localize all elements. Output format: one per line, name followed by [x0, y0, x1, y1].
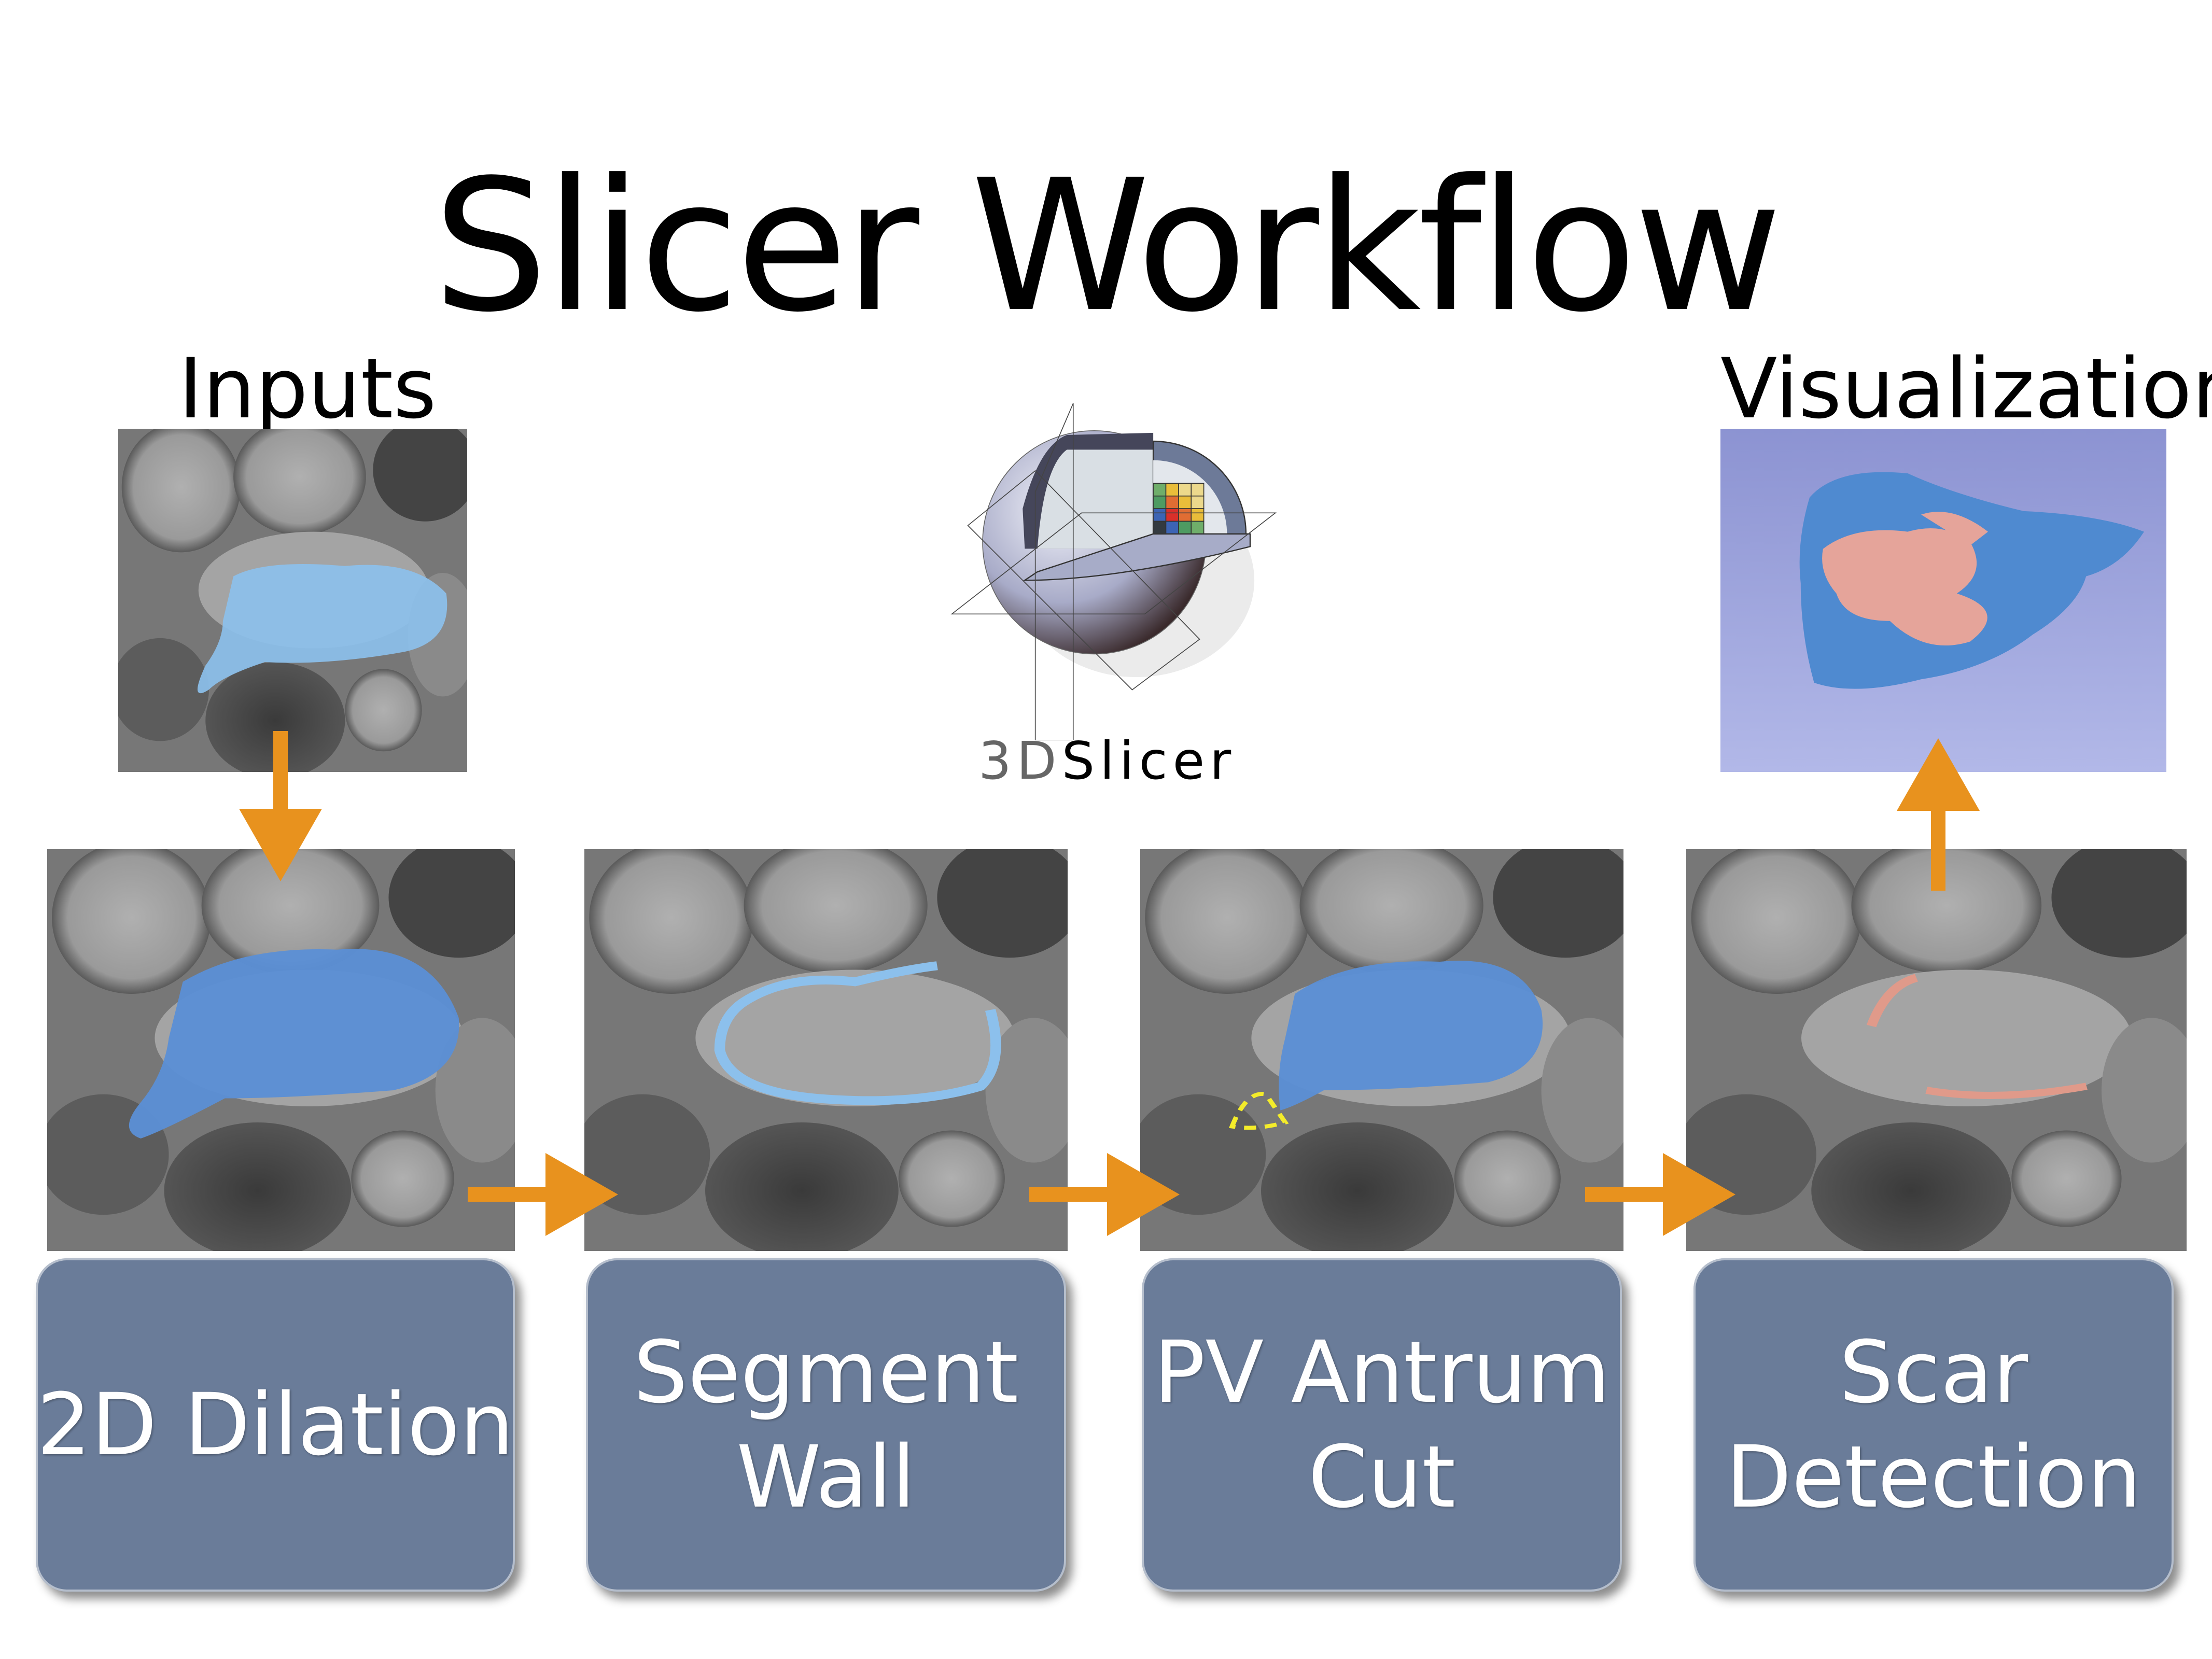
arrow-right-icon [1029, 1153, 1180, 1236]
step-label-line2: Wall [736, 1427, 916, 1527]
logo-text-slicer: Slicer [1061, 730, 1237, 791]
step-pv-antrum-cut: PV Antrum Cut [1142, 1258, 1622, 1592]
arrow-up-icon [1897, 738, 1980, 891]
step-scar-detection: Scar Detection [1693, 1258, 2174, 1592]
step-label-line2: Detection [1726, 1427, 2141, 1527]
step-segment-wall: Segment Wall [586, 1258, 1066, 1592]
step-label-line1: Scar [1839, 1323, 2028, 1423]
page-title: Slicer Workflow [432, 140, 1783, 352]
step-label-line1: Segment [633, 1323, 1019, 1423]
dilation-mri-image [47, 849, 515, 1251]
step-label: 2D Dilation [36, 1374, 514, 1474]
3d-visualization-image [1720, 429, 2166, 772]
arrow-right-icon [1585, 1153, 1735, 1236]
visualization-label: Visualization [1720, 340, 2212, 437]
step-label-line1: PV Antrum [1153, 1323, 1611, 1423]
inputs-label: Inputs [178, 340, 437, 437]
arrow-down-icon [239, 731, 322, 881]
segment-wall-mri-image [584, 849, 1068, 1251]
step-2d-dilation: 2D Dilation [36, 1258, 515, 1592]
input-mri-image [118, 429, 467, 772]
step-label-line2: Cut [1308, 1427, 1456, 1527]
3dslicer-logo: 3DSlicer [927, 403, 1304, 791]
pv-antrum-cut-mri-image [1140, 849, 1623, 1251]
logo-text-3d: 3D [978, 730, 1062, 791]
scar-detection-mri-image [1686, 849, 2187, 1251]
arrow-right-icon [468, 1153, 618, 1236]
